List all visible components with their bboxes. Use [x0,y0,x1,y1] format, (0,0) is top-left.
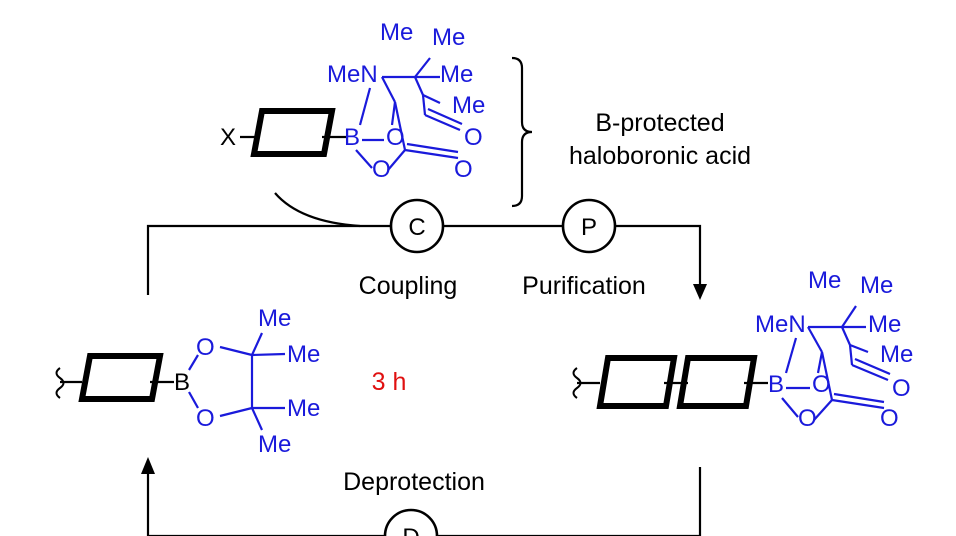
aryl-ring-product-1 [596,355,678,409]
product-boron-label: B [768,371,784,398]
aryl-ring-product-2 [676,355,758,409]
product-oxygen-2: O [892,375,911,402]
reaction-time-label: 3 h [372,368,407,396]
product-me-3: Me [868,311,901,338]
pinacol-ester-structure: B O O Me Me Me Me [55,305,320,458]
me-label-3: Me [440,61,473,88]
boron-label: B [344,124,360,151]
product-men-label: MeN [755,311,806,338]
purification-node: P [561,198,617,254]
oxygen-label-3: O [372,156,391,183]
product-oxygen-1: O [812,371,831,398]
pinacol-me-4: Me [258,431,291,458]
deprotection-node: D [383,508,439,536]
reagent-structure: X B MeN Me Me Me Me O O O O [220,19,751,208]
men-label: MeN [327,61,378,88]
mida-cage: B MeN Me Me Me Me O O O O [327,19,485,183]
pinacol-me-2: Me [287,341,320,368]
halogen-label: X [220,124,236,151]
product-me-1: Me [808,267,841,294]
deprotection-label: Deprotection [343,468,485,496]
deprotection-node-letter: D [402,524,419,536]
cycle-right-down-line [615,224,702,288]
pinacol-boron-label: B [174,369,190,396]
product-oxygen-4: O [880,405,899,432]
me-label-1: Me [380,19,413,46]
me-label-2: Me [432,24,465,51]
cycle-paths [141,192,707,536]
reagent-entry-curve [274,192,361,228]
arrow-down-right [693,284,707,300]
coupling-label: Coupling [359,272,458,300]
purification-node-letter: P [581,214,597,241]
coupling-node: C [389,198,445,254]
product-oxygen-3: O [798,405,817,432]
me-label-4: Me [452,92,485,119]
product-me-4: Me [880,341,913,368]
reagent-caption-line1: B-protected [595,109,724,137]
product-mida-cage: B MeN Me Me Me Me O O O O [755,267,913,432]
reagent-caption-line2: haloboronic acid [569,142,751,170]
purification-label: Purification [522,272,646,300]
reagent-brace [511,56,533,208]
oxygen-label-4: O [454,156,473,183]
aryl-ring [250,108,336,157]
oxygen-label-2: O [464,124,483,151]
cycle-top-left-line [146,224,391,295]
coupling-node-letter: C [408,214,425,241]
aryl-ring-left [78,353,164,402]
pinacol-oxygen-1: O [196,334,215,361]
pinacol-oxygen-2: O [196,405,215,432]
product-structure: B MeN Me Me Me Me O O O O [572,267,913,432]
pinacol-me-3: Me [287,395,320,422]
product-me-2: Me [860,272,893,299]
pinacol-me-1: Me [258,305,291,332]
arrow-up-left [141,457,155,474]
